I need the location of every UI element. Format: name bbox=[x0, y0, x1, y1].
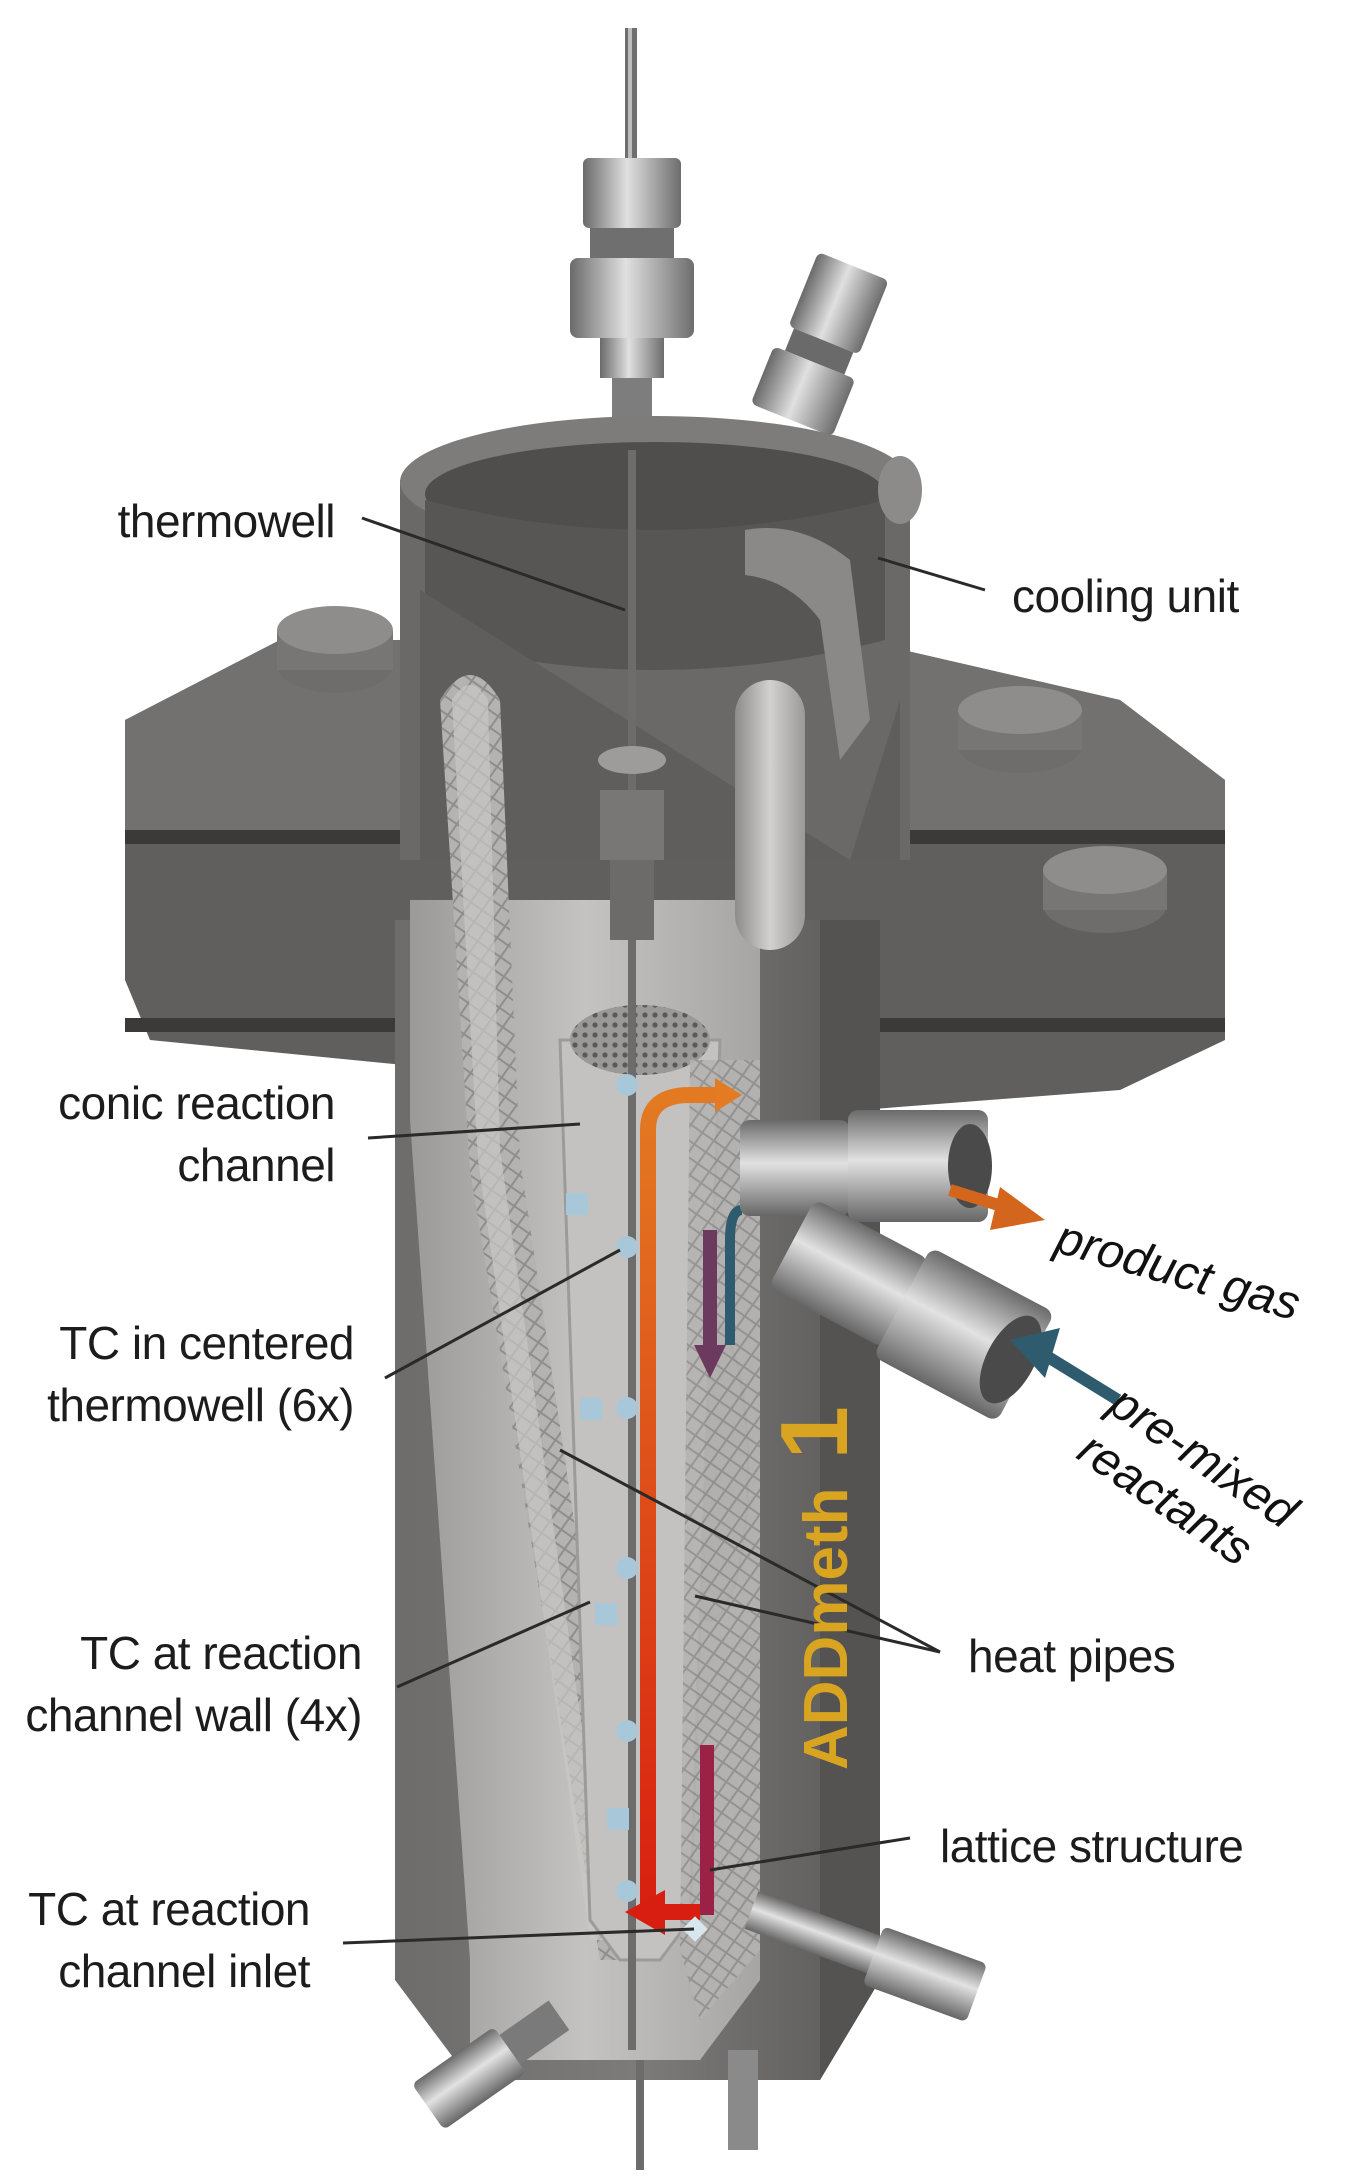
leader-heat-pipes-a bbox=[559, 1448, 941, 1654]
leader-tc-centered bbox=[384, 1248, 621, 1380]
tc-wall-marker bbox=[580, 1398, 602, 1420]
addmeth-logo: ADDmeth1 bbox=[761, 1406, 868, 1770]
bottom-fittings bbox=[414, 1891, 986, 2170]
tc-wall-marker bbox=[595, 1603, 617, 1625]
tc-markers bbox=[566, 1074, 708, 1942]
leader-lines bbox=[342, 516, 986, 1945]
tc-wall-marker bbox=[566, 1193, 588, 1215]
leader-tc-inlet bbox=[342, 1927, 695, 1945]
tc-centered-marker bbox=[616, 1880, 638, 1902]
leader-tc-wall bbox=[396, 1600, 591, 1689]
label-thermowell: thermowell bbox=[117, 495, 336, 547]
label-tc-reaction-channel-inlet: TC at reaction channel inlet bbox=[28, 1883, 310, 1997]
leader-lattice bbox=[709, 1836, 911, 1872]
flow-path bbox=[625, 1078, 743, 1935]
leader-conic-channel bbox=[367, 1122, 581, 1140]
top-fitting bbox=[570, 158, 694, 458]
label-tc-reaction-channel-wall: TC at reaction channel wall (4x) bbox=[25, 1627, 362, 1741]
cooling-fitting bbox=[752, 253, 888, 435]
label-conic-reaction-channel: conic reaction channel bbox=[58, 1077, 335, 1191]
leader-heat-pipes-b bbox=[694, 1594, 941, 1654]
label-tc-centered-thermowell: TC in centered thermowell (6x) bbox=[47, 1317, 354, 1431]
product-gas-arrow bbox=[948, 1184, 1007, 1213]
tc-centered-marker bbox=[616, 1236, 638, 1258]
label-heat-pipes: heat pipes bbox=[968, 1630, 1176, 1682]
leader-thermowell bbox=[361, 516, 626, 612]
product-gas-fitting bbox=[740, 1110, 992, 1222]
thermowell-fittings bbox=[598, 746, 666, 940]
reactants-fitting bbox=[771, 1202, 1052, 1419]
tc-centered-marker bbox=[616, 1074, 638, 1096]
tc-centered-marker bbox=[616, 1720, 638, 1742]
tc-centered-marker bbox=[616, 1397, 638, 1419]
leader-cooling-unit bbox=[877, 556, 986, 592]
reactants-arrow bbox=[1036, 1346, 1122, 1406]
label-cooling-unit: cooling unit bbox=[1012, 570, 1239, 622]
label-lattice-structure: lattice structure bbox=[940, 1820, 1244, 1872]
tc-wall-marker bbox=[607, 1808, 629, 1830]
tc-centered-marker bbox=[616, 1557, 638, 1579]
